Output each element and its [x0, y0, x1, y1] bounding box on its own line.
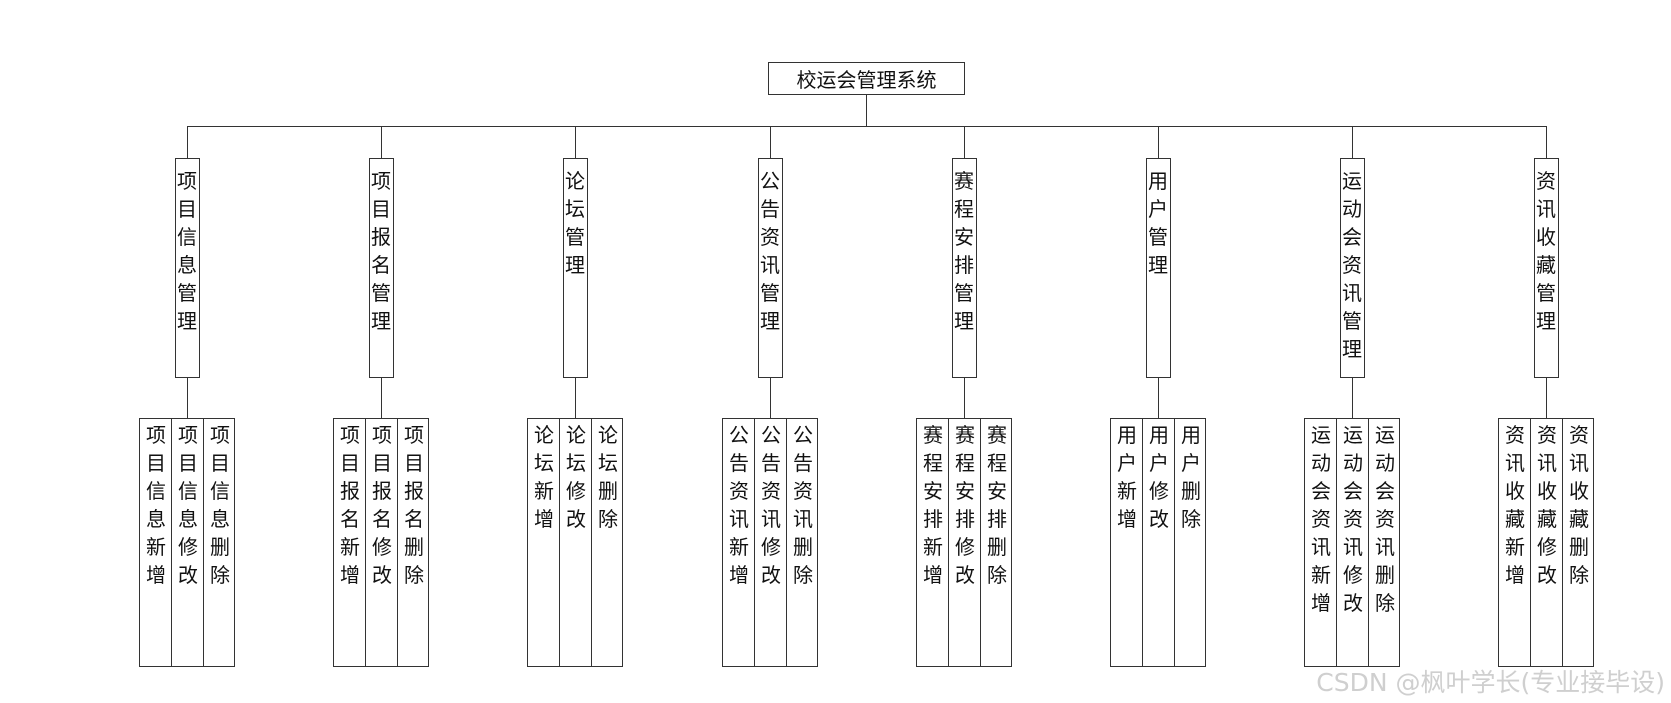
- module-label: 资讯收藏管理: [1536, 169, 1556, 333]
- ops-divider: [1562, 419, 1564, 666]
- module-connector: [381, 126, 383, 158]
- ops-divider: [1142, 419, 1144, 666]
- module-connector: [1158, 126, 1160, 158]
- operations-group: 项目报名新增项目报名修改项目报名删除: [333, 418, 429, 667]
- module-label: 项目报名管理: [371, 169, 391, 333]
- root-connector: [866, 95, 868, 126]
- ops-divider: [591, 419, 593, 666]
- ops-connector: [1546, 378, 1548, 418]
- module-connector: [575, 126, 577, 158]
- operation-label: 论坛修改: [566, 423, 586, 531]
- ops-connector: [964, 378, 966, 418]
- operation-label: 论坛删除: [598, 423, 618, 531]
- module-node: 公告资讯管理: [757, 158, 783, 378]
- operations-group: 论坛新增论坛修改论坛删除: [527, 418, 623, 667]
- module-label: 公告资讯管理: [760, 169, 780, 333]
- module-node: 用户管理: [1145, 158, 1171, 378]
- operation-label: 用户删除: [1181, 423, 1201, 531]
- operation-label: 论坛新增: [534, 423, 554, 531]
- top-bus-line: [187, 126, 1546, 128]
- operations-group: 赛程安排新增赛程安排修改赛程安排删除: [916, 418, 1012, 667]
- root-node: 校运会管理系统: [768, 62, 965, 95]
- ops-divider: [559, 419, 561, 666]
- module-connector: [1546, 126, 1548, 158]
- operation-label: 用户修改: [1149, 423, 1169, 531]
- ops-connector: [187, 378, 189, 418]
- operation-label: 公告资讯修改: [761, 423, 781, 587]
- operations-group: 资讯收藏新增资讯收藏修改资讯收藏删除: [1498, 418, 1594, 667]
- operations-group: 公告资讯新增公告资讯修改公告资讯删除: [722, 418, 818, 667]
- ops-connector: [575, 378, 577, 418]
- module-node: 资讯收藏管理: [1533, 158, 1559, 378]
- module-connector: [1352, 126, 1354, 158]
- watermark: CSDN @枫叶学长(专业接毕设): [1316, 668, 1665, 697]
- operation-label: 赛程安排修改: [955, 423, 975, 587]
- operation-label: 赛程安排删除: [987, 423, 1007, 587]
- operations-group: 项目信息新增项目信息修改项目信息删除: [139, 418, 235, 667]
- ops-connector: [1158, 378, 1160, 418]
- operation-label: 项目信息删除: [210, 423, 230, 587]
- ops-connector: [381, 378, 383, 418]
- ops-divider: [1336, 419, 1338, 666]
- operation-label: 项目报名删除: [404, 423, 424, 587]
- ops-divider: [397, 419, 399, 666]
- module-node: 项目报名管理: [368, 158, 394, 378]
- operation-label: 项目报名新增: [340, 423, 360, 587]
- operations-group: 用户新增用户修改用户删除: [1110, 418, 1206, 667]
- module-connector: [964, 126, 966, 158]
- ops-divider: [948, 419, 950, 666]
- ops-divider: [1368, 419, 1370, 666]
- module-node: 赛程安排管理: [951, 158, 977, 378]
- module-node: 运动会资讯管理: [1339, 158, 1365, 378]
- operation-label: 资讯收藏修改: [1537, 423, 1557, 587]
- operation-label: 项目信息修改: [178, 423, 198, 587]
- ops-divider: [203, 419, 205, 666]
- module-connector: [770, 126, 772, 158]
- module-label: 用户管理: [1148, 169, 1168, 277]
- ops-connector: [770, 378, 772, 418]
- module-node: 论坛管理: [562, 158, 588, 378]
- operations-group: 运动会资讯新增运动会资讯修改运动会资讯删除: [1304, 418, 1400, 667]
- ops-divider: [1530, 419, 1532, 666]
- ops-connector: [1352, 378, 1354, 418]
- module-label: 赛程安排管理: [954, 169, 974, 333]
- ops-divider: [786, 419, 788, 666]
- module-label: 项目信息管理: [177, 169, 197, 333]
- module-label: 论坛管理: [565, 169, 585, 277]
- module-label: 运动会资讯管理: [1342, 169, 1362, 361]
- operation-label: 资讯收藏新增: [1505, 423, 1525, 587]
- module-node: 项目信息管理: [174, 158, 200, 378]
- operation-label: 用户新增: [1117, 423, 1137, 531]
- operation-label: 项目报名修改: [372, 423, 392, 587]
- ops-divider: [754, 419, 756, 666]
- operation-label: 资讯收藏删除: [1569, 423, 1589, 587]
- operation-label: 运动会资讯新增: [1311, 423, 1331, 615]
- operation-label: 公告资讯新增: [729, 423, 749, 587]
- root-label: 校运会管理系统: [796, 68, 937, 92]
- ops-divider: [365, 419, 367, 666]
- ops-divider: [171, 419, 173, 666]
- ops-divider: [980, 419, 982, 666]
- operation-label: 项目信息新增: [146, 423, 166, 587]
- operation-label: 公告资讯删除: [793, 423, 813, 587]
- ops-divider: [1174, 419, 1176, 666]
- operation-label: 运动会资讯删除: [1375, 423, 1395, 615]
- module-connector: [187, 126, 189, 158]
- operation-label: 运动会资讯修改: [1343, 423, 1363, 615]
- operation-label: 赛程安排新增: [923, 423, 943, 587]
